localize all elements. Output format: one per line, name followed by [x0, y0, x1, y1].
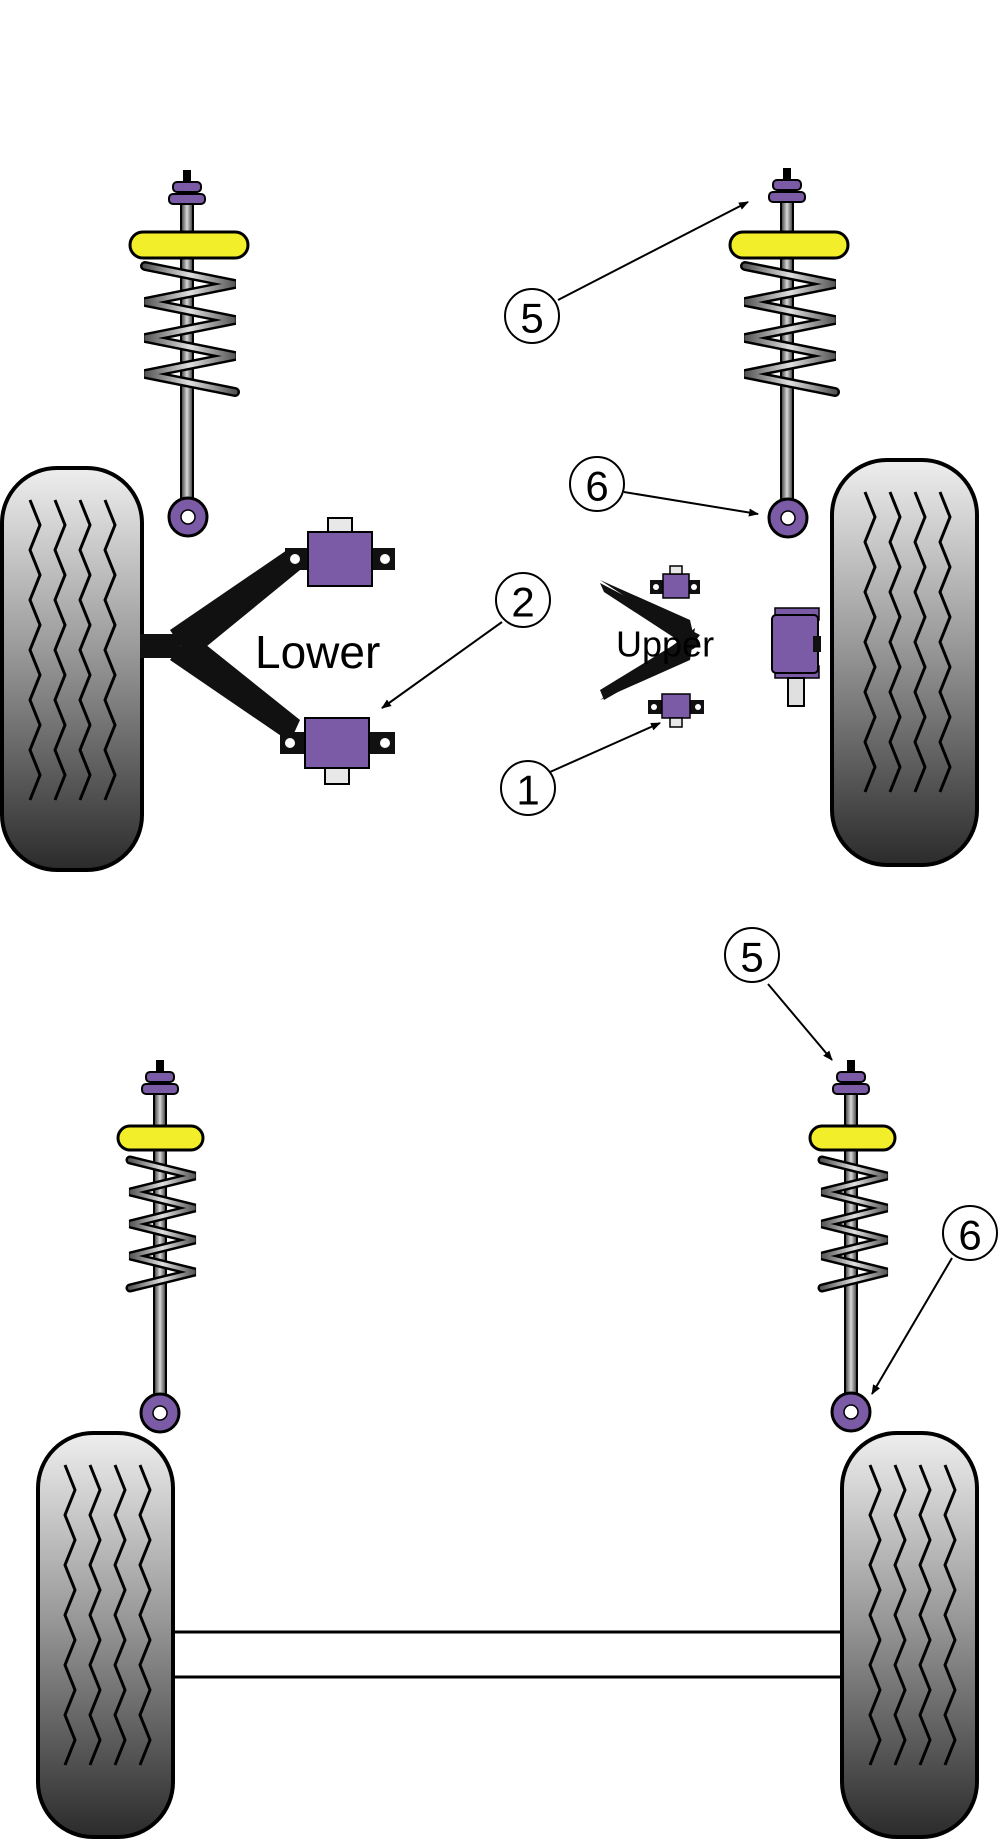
callout-5-rear: 5 — [724, 927, 833, 1061]
front-left-lower-arm — [140, 517, 395, 785]
svg-text:1: 1 — [516, 767, 539, 814]
svg-text:6: 6 — [585, 463, 608, 510]
rear-axle-beam — [158, 1630, 862, 1679]
callout-6-rear: 6 — [871, 1205, 998, 1395]
callout-2: 2 — [381, 572, 551, 709]
rear-left-tyre — [36, 1431, 175, 1839]
front-right-tyre — [830, 458, 979, 867]
front-left-shock-absorber — [128, 170, 250, 538]
front-left-tyre — [0, 466, 144, 872]
lower-arm-label: Lower — [255, 626, 380, 678]
svg-text:6: 6 — [958, 1212, 981, 1259]
callout-5-front: 5 — [504, 201, 749, 344]
svg-text:5: 5 — [520, 295, 543, 342]
rear-right-tyre — [840, 1431, 979, 1839]
rear-right-shock-absorber — [808, 1060, 897, 1433]
callout-1: 1 — [500, 722, 661, 816]
front-right-upper-arm — [600, 565, 821, 728]
svg-text:5: 5 — [740, 934, 763, 981]
callout-6-front: 6 — [569, 456, 759, 517]
upper-arm-label: Upper — [616, 624, 714, 665]
svg-text:2: 2 — [511, 579, 534, 626]
front-right-shock-absorber — [728, 168, 850, 539]
rear-left-shock-absorber — [116, 1060, 205, 1434]
